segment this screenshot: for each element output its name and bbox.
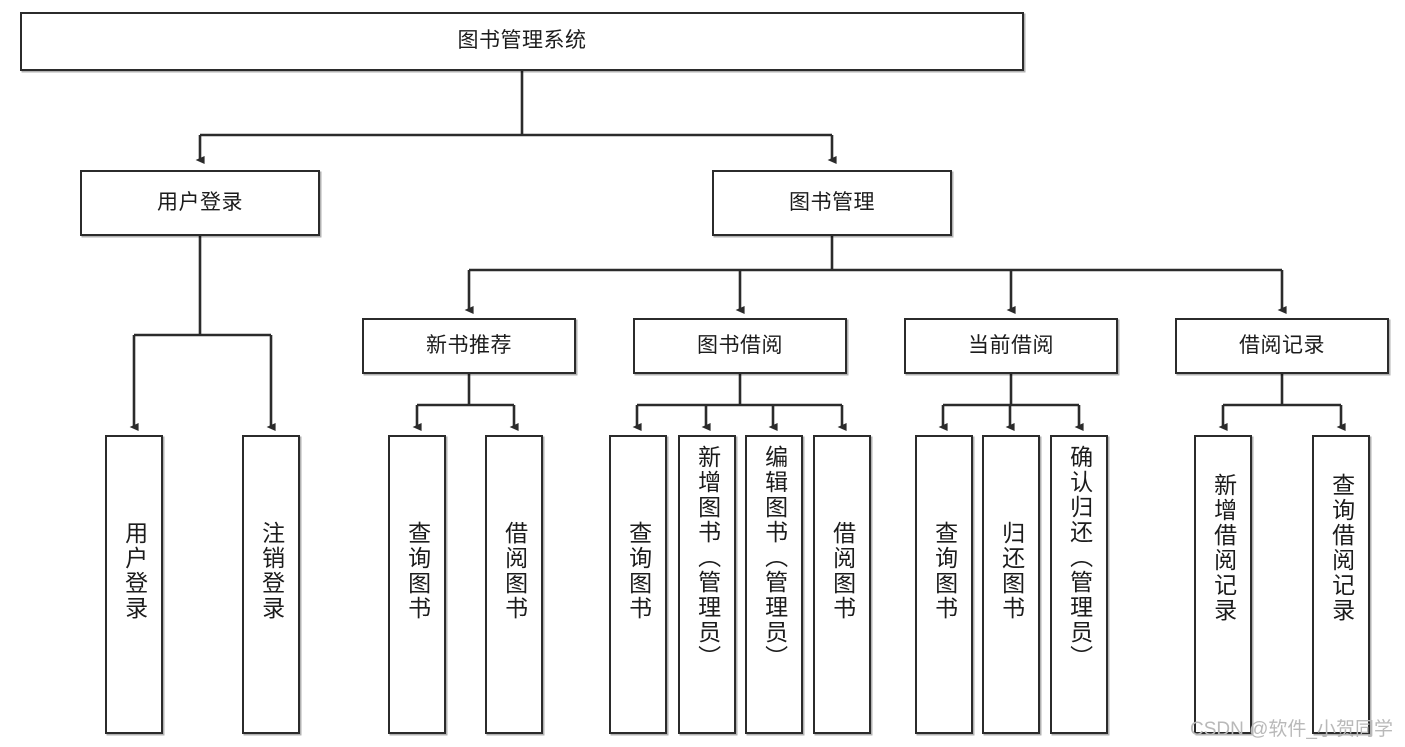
node-leaf-query-book-1-label: 查询图书 [404,521,431,621]
node-leaf-borrow-book-1-label: 借阅图书 [501,521,528,621]
node-leaf-edit-book-label: 编辑图书（管理员） [761,445,788,670]
node-leaf-add-record-label: 新增借阅记录 [1210,473,1237,623]
node-leaf-return-book-label: 归还图书 [998,521,1025,621]
node-borrow-record[interactable]: 借阅记录 [1175,318,1389,374]
node-leaf-edit-book[interactable]: 编辑图书（管理员） [745,435,803,734]
node-leaf-add-book-label: 新增图书（管理员） [694,445,721,670]
node-book-manage[interactable]: 图书管理 [712,170,952,236]
node-leaf-query-record-label: 查询借阅记录 [1328,473,1355,623]
node-current-borrow[interactable]: 当前借阅 [904,318,1118,374]
node-leaf-query-book-1[interactable]: 查询图书 [388,435,446,734]
node-leaf-confirm-return-label: 确认归还（管理员） [1066,445,1093,670]
node-leaf-add-record[interactable]: 新增借阅记录 [1194,435,1252,734]
node-borrow-record-label: 借阅记录 [1239,333,1325,357]
node-leaf-borrow-book-2[interactable]: 借阅图书 [813,435,871,734]
node-user-login-label: 用户登录 [157,190,243,214]
node-leaf-logout[interactable]: 注销登录 [242,435,300,734]
node-current-borrow-label: 当前借阅 [968,333,1054,357]
node-book-manage-label: 图书管理 [789,190,875,214]
node-new-book-rec[interactable]: 新书推荐 [362,318,576,374]
node-leaf-logout-label: 注销登录 [258,521,285,621]
node-leaf-query-book-3[interactable]: 查询图书 [915,435,973,734]
node-leaf-confirm-return[interactable]: 确认归还（管理员） [1050,435,1108,734]
node-leaf-borrow-book-1[interactable]: 借阅图书 [485,435,543,734]
node-leaf-query-record[interactable]: 查询借阅记录 [1312,435,1370,734]
node-leaf-query-book-2[interactable]: 查询图书 [609,435,667,734]
watermark: CSDN @软件_小贺同学 [1190,719,1393,740]
node-book-borrow-label: 图书借阅 [697,333,783,357]
node-leaf-query-book-3-label: 查询图书 [931,521,958,621]
node-leaf-borrow-book-2-label: 借阅图书 [829,521,856,621]
node-leaf-user-login[interactable]: 用户登录 [105,435,163,734]
node-book-borrow[interactable]: 图书借阅 [633,318,847,374]
node-user-login[interactable]: 用户登录 [80,170,320,236]
node-new-book-rec-label: 新书推荐 [426,333,512,357]
node-leaf-user-login-label: 用户登录 [121,521,148,621]
node-root-label: 图书管理系统 [457,29,587,53]
node-leaf-query-book-2-label: 查询图书 [625,521,652,621]
node-leaf-return-book[interactable]: 归还图书 [982,435,1040,734]
node-leaf-add-book[interactable]: 新增图书（管理员） [678,435,736,734]
node-root[interactable]: 图书管理系统 [20,12,1024,71]
